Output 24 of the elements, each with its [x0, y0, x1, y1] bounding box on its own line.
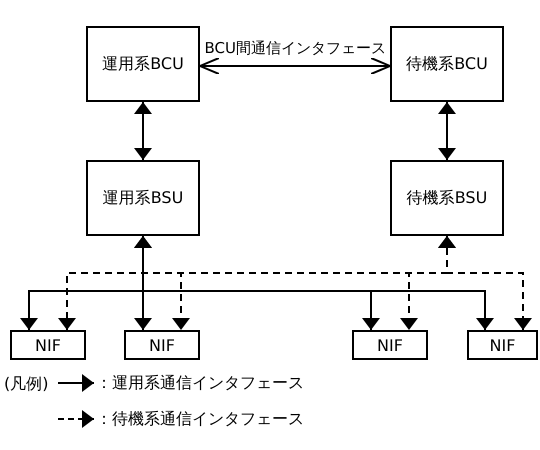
node-label: 待機系BCU: [406, 54, 488, 74]
unit-box: [390, 160, 504, 236]
node-label: NIF: [149, 336, 175, 354]
interface-box: [467, 330, 538, 360]
node-label: NIF: [35, 336, 61, 354]
interface-box: [10, 330, 86, 360]
node-label: NIF: [377, 336, 403, 354]
node-label: 待機系BSU: [406, 188, 488, 208]
unit-box: [86, 26, 200, 102]
connector-arrow: [134, 236, 494, 330]
legend-text: ：待機系通信インタフェース: [96, 409, 304, 430]
interface-box: [124, 330, 200, 360]
unit-box: [86, 160, 200, 236]
interface-box: [352, 330, 428, 360]
node-label: 運用系BSU: [102, 188, 184, 208]
connector-arrow: [199, 57, 391, 75]
legend-text: ：運用系通信インタフェース: [96, 373, 304, 394]
node-label: NIF: [490, 336, 516, 354]
legend-heading: (凡例): [4, 374, 48, 395]
node-label: 運用系BCU: [102, 54, 184, 74]
connector-arrow: [134, 102, 152, 160]
connector-arrow: [438, 236, 532, 330]
connector-arrow: [438, 102, 456, 160]
unit-box: [390, 26, 504, 102]
